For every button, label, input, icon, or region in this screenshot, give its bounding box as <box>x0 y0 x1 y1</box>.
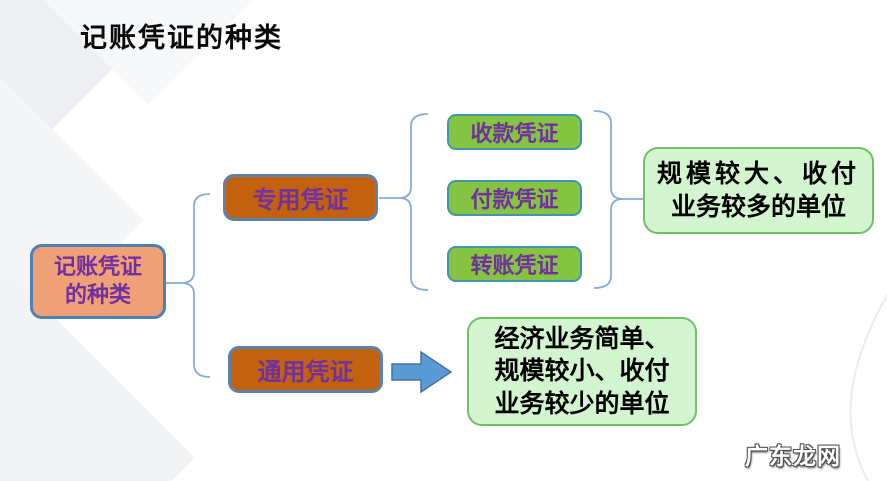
background-swoosh <box>849 294 887 481</box>
node-general-voucher: 通用凭证 <box>228 346 383 393</box>
note-special-usage: 规模较大、收付 业务较多的单位 <box>643 147 874 234</box>
page-title: 记账凭证的种类 <box>80 23 283 54</box>
node-special-voucher-label: 专用凭证 <box>252 186 349 214</box>
brace-root-to-branches <box>166 193 211 378</box>
node-root: 记账凭证 的种类 <box>30 244 166 319</box>
note-general-usage-line3: 业务较少的单位 <box>494 388 670 418</box>
note-special-usage-line1: 规模较大、收付 <box>656 159 860 188</box>
node-general-voucher-label: 通用凭证 <box>257 358 354 386</box>
node-payment-voucher-label: 付款凭证 <box>470 188 559 213</box>
note-general-usage-line1: 经济业务简单、 <box>494 323 670 353</box>
note-special-usage-line2: 业务较多的单位 <box>670 191 846 221</box>
node-receipt-voucher-label: 收款凭证 <box>470 122 559 147</box>
node-payment-voucher: 付款凭证 <box>447 180 582 216</box>
brace-special-to-types <box>379 113 429 291</box>
node-root-label-line2: 的种类 <box>64 282 131 308</box>
node-transfer-voucher-label: 转账凭证 <box>470 254 559 279</box>
brace-types-to-note <box>593 110 643 289</box>
node-special-voucher: 专用凭证 <box>223 174 378 221</box>
node-receipt-voucher: 收款凭证 <box>447 114 582 150</box>
node-root-label-line1: 记账凭证 <box>53 255 142 280</box>
note-general-usage: 经济业务简单、 规模较小、收付 业务较少的单位 <box>467 317 697 426</box>
note-general-usage-line2: 规模较小、收付 <box>494 356 670 386</box>
node-transfer-voucher: 转账凭证 <box>447 246 582 282</box>
arrow-right-icon <box>391 350 453 394</box>
watermark: 广东龙网 <box>745 444 841 470</box>
